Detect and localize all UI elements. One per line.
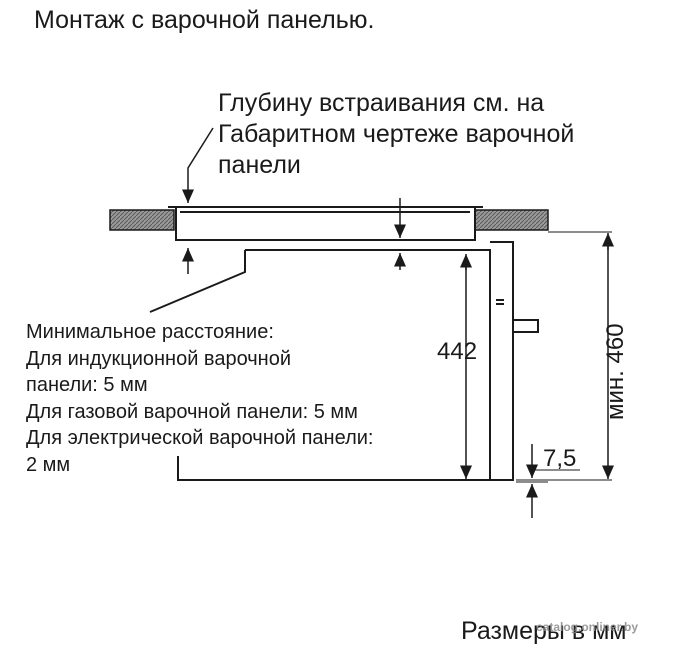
oven — [149, 241, 539, 481]
hob — [168, 206, 483, 241]
min-distance-note: Минимальное расстояние: Для индукционной… — [26, 319, 373, 478]
min-distance-line: панели: 5 мм — [26, 374, 148, 396]
worktop-left — [109, 209, 175, 231]
min-distance-line: Для газовой варочной панели: 5 мм — [26, 400, 358, 423]
watermark: catalog.onliner.by — [536, 620, 639, 634]
min-distance-line: 2 мм — [26, 453, 71, 476]
note-leader — [182, 127, 214, 203]
depth-note-line: панели — [218, 151, 301, 179]
depth-note-line: Глубину встраивания см. на — [218, 89, 545, 117]
reference-lines — [516, 231, 612, 483]
page-title: Монтаж с варочной панелью. — [34, 6, 375, 34]
dimension-460-label: мин. 460 — [602, 323, 629, 420]
min-distance-line: Минимальное расстояние: — [26, 321, 274, 343]
min-distance-line: Для электрической варочной панели: — [26, 427, 374, 449]
worktop-right — [474, 209, 549, 231]
dimension-7-5-label: 7,5 — [543, 445, 577, 472]
units-label: Размеры в мм — [461, 617, 627, 645]
dimension-442-label: 442 — [437, 338, 478, 365]
min-distance-line: Для индукционной варочной — [26, 347, 292, 370]
depth-note-line: Габаритном чертеже варочной — [218, 120, 575, 148]
depth-note: Глубину встраивания см. на Габаритном че… — [218, 88, 574, 181]
